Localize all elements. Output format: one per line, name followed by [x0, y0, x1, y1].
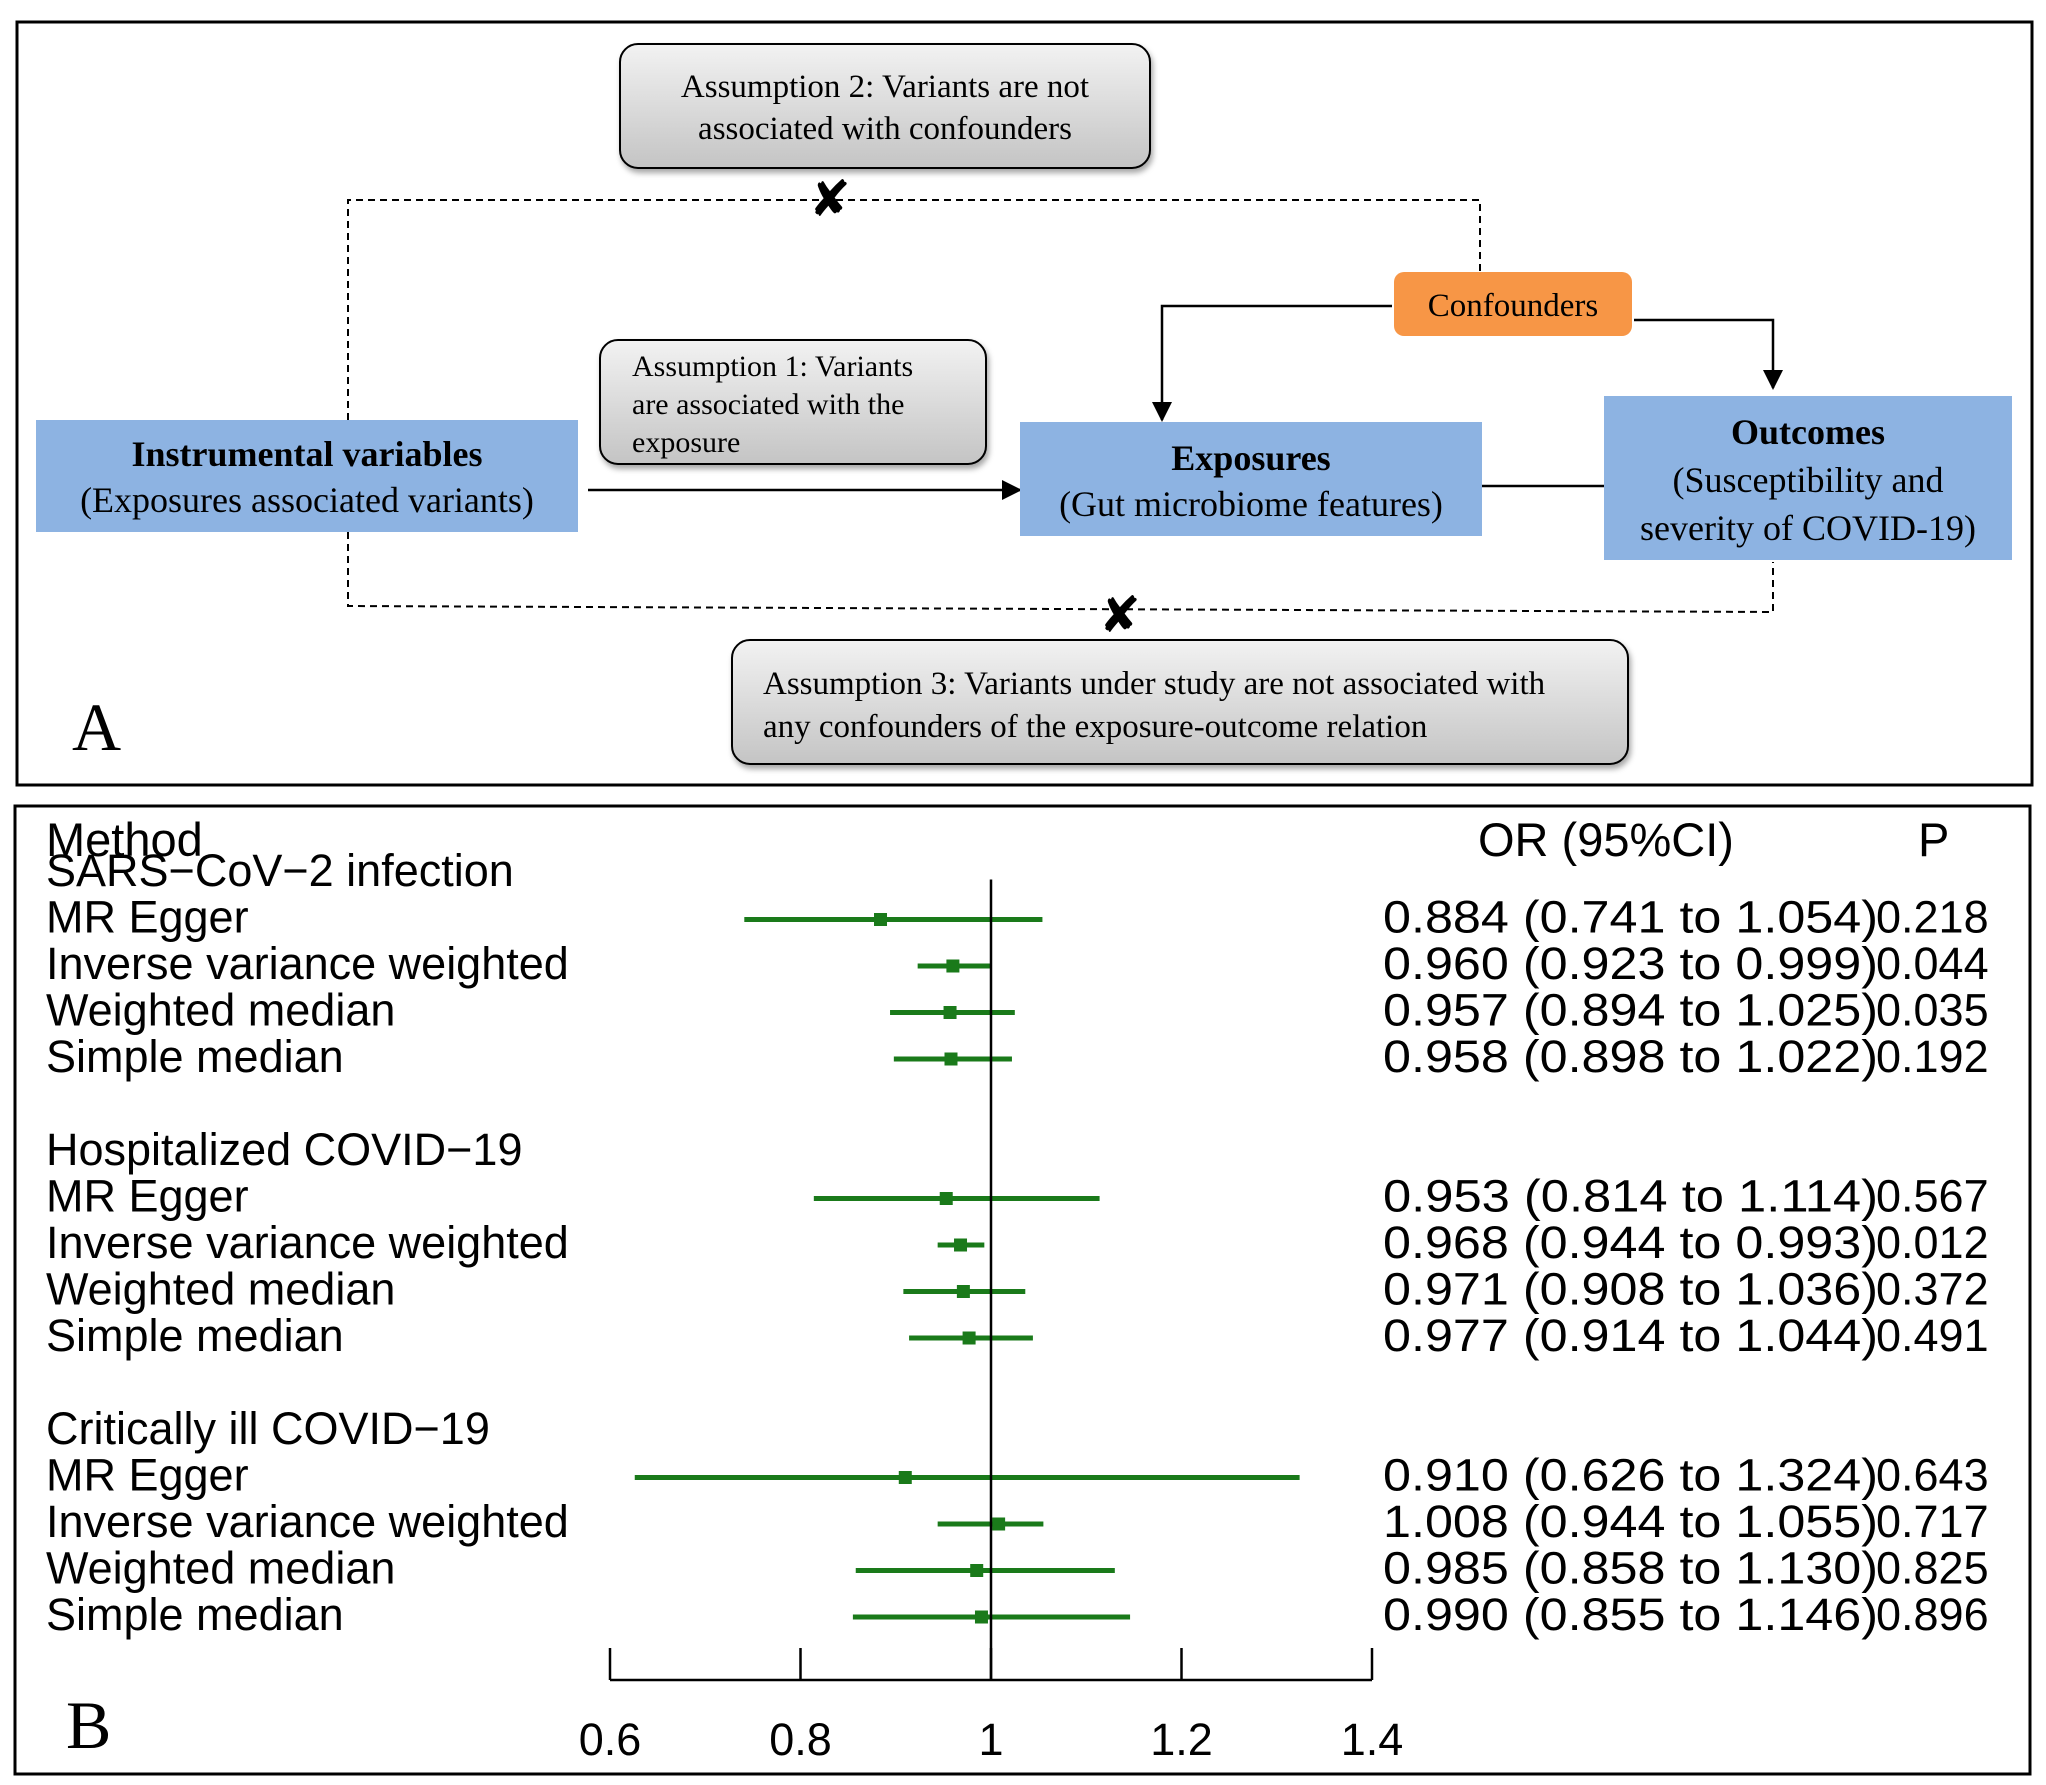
p-value: 0.012: [1876, 1217, 1989, 1268]
or-ci-value: 0.958 (0.898 to 1.022): [1383, 1031, 1878, 1082]
p-value: 0.491: [1876, 1310, 1989, 1361]
method-label: MR Egger: [46, 1171, 249, 1222]
panel-a-letter: A: [72, 689, 121, 765]
cross-mark-icon: ✘: [1099, 587, 1141, 643]
confounders-box: [1394, 272, 1632, 336]
or-point: [962, 1331, 976, 1345]
or-ci-value: 0.884 (0.741 to 1.054): [1383, 892, 1878, 943]
method-label: Weighted median: [46, 1543, 395, 1594]
or-ci-value: 0.977 (0.914 to 1.044): [1383, 1310, 1878, 1361]
or-ci-value: 0.960 (0.923 to 0.999): [1383, 938, 1878, 989]
outcomes-box: [1604, 396, 2012, 560]
or-ci-value: 0.953 (0.814 to 1.114): [1383, 1171, 1878, 1222]
assumption1-line2: are associated with the: [632, 388, 904, 421]
method-label: Weighted median: [46, 985, 395, 1036]
p-value: 0.035: [1876, 985, 1989, 1036]
assumption3-line2: any confounders of the exposure-outcome …: [763, 709, 1427, 745]
or-ci-value: 0.971 (0.908 to 1.036): [1383, 1264, 1878, 1315]
exposures-subtitle: (Gut microbiome features): [1059, 484, 1443, 524]
assumption2-line1: Assumption 2: Variants are not: [681, 69, 1089, 105]
outcomes-title: Outcomes: [1731, 412, 1885, 452]
p-value: 0.825: [1876, 1543, 1989, 1594]
p-value: 0.643: [1876, 1450, 1989, 1501]
or-ci-value: 0.985 (0.858 to 1.130): [1383, 1543, 1878, 1594]
method-label: Inverse variance weighted: [46, 938, 569, 989]
assumption1-line3: exposure: [632, 426, 740, 459]
or-point: [898, 1471, 912, 1484]
assumption3-line1: Assumption 3: Variants under study are n…: [763, 666, 1546, 702]
x-tick-label: 0.6: [579, 1714, 642, 1765]
method-label: MR Egger: [46, 892, 249, 943]
header-or: OR (95%CI): [1478, 813, 1734, 866]
or-point: [956, 1285, 970, 1298]
or-point: [970, 1564, 984, 1577]
header-method: Method: [46, 813, 203, 866]
assumption2-line2: associated with confounders: [698, 111, 1072, 147]
header-p: P: [1918, 813, 1949, 866]
or-ci-value: 0.990 (0.855 to 1.146): [1383, 1589, 1878, 1640]
or-point: [939, 1192, 953, 1205]
exposures-box: [1020, 422, 1482, 536]
p-value: 0.044: [1876, 938, 1989, 989]
outcomes-line3: severity of COVID-19): [1640, 508, 1976, 548]
x-tick-label: 1.2: [1150, 1714, 1213, 1765]
p-value: 0.218: [1876, 892, 1989, 943]
method-label: Inverse variance weighted: [46, 1496, 569, 1547]
assumption1-box: [599, 339, 987, 465]
assumption2-dashed-path: [347, 199, 1481, 420]
assumption1-line1: Assumption 1: Variants: [632, 350, 913, 383]
x-tick-label: 1: [978, 1714, 1003, 1765]
or-point: [992, 1517, 1006, 1531]
panel-a: Assumption 2: Variants are not associate…: [15, 20, 2034, 787]
assumption3-dashed-path: [347, 532, 1774, 614]
method-label: Simple median: [46, 1589, 344, 1640]
outcomes-line2: (Susceptibility and: [1673, 460, 1944, 500]
or-point: [946, 959, 960, 973]
method-label: Inverse variance weighted: [46, 1217, 569, 1268]
instrumental-variables-subtitle: (Exposures associated variants): [80, 480, 534, 520]
p-value: 0.567: [1876, 1171, 1989, 1222]
or-ci-value: 1.008 (0.944 to 1.055): [1383, 1496, 1878, 1547]
p-value: 0.896: [1876, 1589, 1989, 1640]
or-ci-value: 0.957 (0.894 to 1.025): [1383, 985, 1878, 1036]
or-point: [944, 1052, 958, 1066]
method-label: MR Egger: [46, 1450, 249, 1501]
instrumental-variables-box: [36, 420, 578, 532]
group-title: SARS−CoV−2 infection: [46, 845, 514, 896]
p-value: 0.372: [1876, 1264, 1989, 1315]
arrow-confounders-to-exposure: [1152, 304, 1392, 422]
or-ci-value: 0.968 (0.944 to 0.993): [1383, 1217, 1878, 1268]
or-point: [974, 1610, 988, 1624]
or-ci-value: 0.910 (0.626 to 1.324): [1383, 1450, 1878, 1501]
p-value: 0.192: [1876, 1031, 1989, 1082]
x-tick-label: 0.8: [769, 1714, 832, 1765]
assumption3-box: [731, 639, 1629, 765]
method-label: Simple median: [46, 1031, 344, 1082]
cross-mark-icon: ✘: [809, 171, 851, 227]
or-point: [874, 913, 888, 926]
confounders-label: Confounders: [1428, 288, 1598, 324]
or-point: [954, 1238, 968, 1252]
method-label: Weighted median: [46, 1264, 395, 1315]
panel-b: Method OR (95%CI) P SARS−CoV−2 infection…: [13, 804, 2032, 1776]
panel-b-letter: B: [66, 1687, 111, 1763]
assumption2-box: [619, 43, 1151, 169]
group-title: Critically ill COVID−19: [46, 1403, 490, 1454]
instrumental-variables-title: Instrumental variables: [132, 434, 483, 474]
p-value: 0.717: [1876, 1496, 1989, 1547]
group-title: Hospitalized COVID−19: [46, 1124, 522, 1175]
exposures-title: Exposures: [1171, 438, 1330, 478]
method-label: Simple median: [46, 1310, 344, 1361]
x-tick-label: 1.4: [1341, 1714, 1404, 1765]
arrow-confounders-to-outcome: [1634, 318, 1783, 390]
or-point: [943, 1006, 957, 1019]
